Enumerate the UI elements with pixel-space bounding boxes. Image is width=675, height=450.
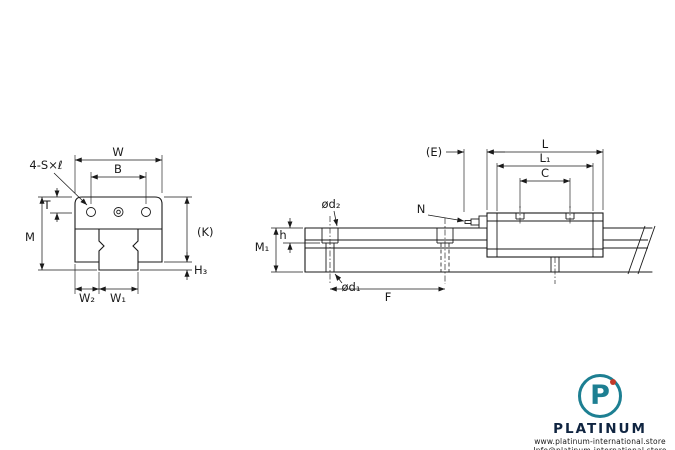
dim-C: C [519,166,571,208]
dim-label-l1: L₁ [539,151,550,165]
dim-label-d2: ød₂ [322,197,341,211]
dim-E: (E) [426,145,505,212]
rail-bolt-hole-2 [436,218,454,284]
brand-logo: P PLATINUM www.platinum-international.st… [525,374,675,450]
dim-h: h [279,218,320,253]
front-view: W B 4-S×ℓ T M [25,145,213,305]
logo-monogram: P [590,380,610,411]
dim-F: F [330,286,445,304]
dim-W: W [74,145,163,193]
dim-L: L [486,137,604,210]
dim-label-t: T [42,198,51,212]
mounting-hole-left [86,207,96,217]
dim-M1: M₁ [255,227,303,273]
brand-email: Info@platinum-international.store [525,446,675,450]
dim-label-d1: ød₁ [342,280,361,294]
dim-W2-W1: W₂ W₁ [74,264,139,305]
dim-label-b: B [114,162,122,176]
dim-label-n: N [417,202,426,216]
dim-B: B [90,162,147,204]
rail-break-lines [627,225,656,275]
dim-d1: ød₁ [334,273,361,294]
dim-label-w1: W₁ [110,291,126,305]
grease-port-center [116,209,121,215]
dim-label-f: F [385,290,392,304]
screw-callout-label: 4-S×ℓ [29,158,62,172]
brand-website: www.platinum-international.store [534,437,666,446]
carriage-block-side [486,206,604,258]
dim-label-h: h [279,228,286,242]
dim-label-k: (K) [197,225,214,239]
rail-bolt-hole-1 [321,216,339,284]
dim-label-m: M [25,230,35,244]
dim-label-e: (E) [426,145,442,159]
side-view: M₁ h ød₂ ød₁ F N [255,137,656,304]
rail-bolt-hole-3 [550,257,560,284]
dim-M: M [25,197,97,271]
mounting-hole-right [141,207,151,217]
dim-N: N [417,202,465,223]
dim-K: (K) [164,196,214,263]
logo-ring: P [578,374,622,418]
dim-L1: L₁ [496,151,594,211]
dim-T: T [38,188,72,222]
screw-callout: 4-S×ℓ [29,158,88,206]
dim-d2: ød₂ [322,197,341,227]
brand-name: PLATINUM [553,421,647,437]
dim-H3: H₃ [140,252,208,280]
dim-label-c: C [541,166,549,180]
dim-label-w2: W₂ [79,291,95,305]
dim-label-h3: H₃ [194,263,208,277]
grease-port-front [113,207,124,217]
logo-dot-icon [610,379,616,385]
rail-cross-section [98,228,139,271]
dim-label-l: L [542,137,549,151]
dim-label-w: W [112,145,123,159]
grease-nipple [464,215,488,229]
dim-label-m1: M₁ [255,240,270,254]
